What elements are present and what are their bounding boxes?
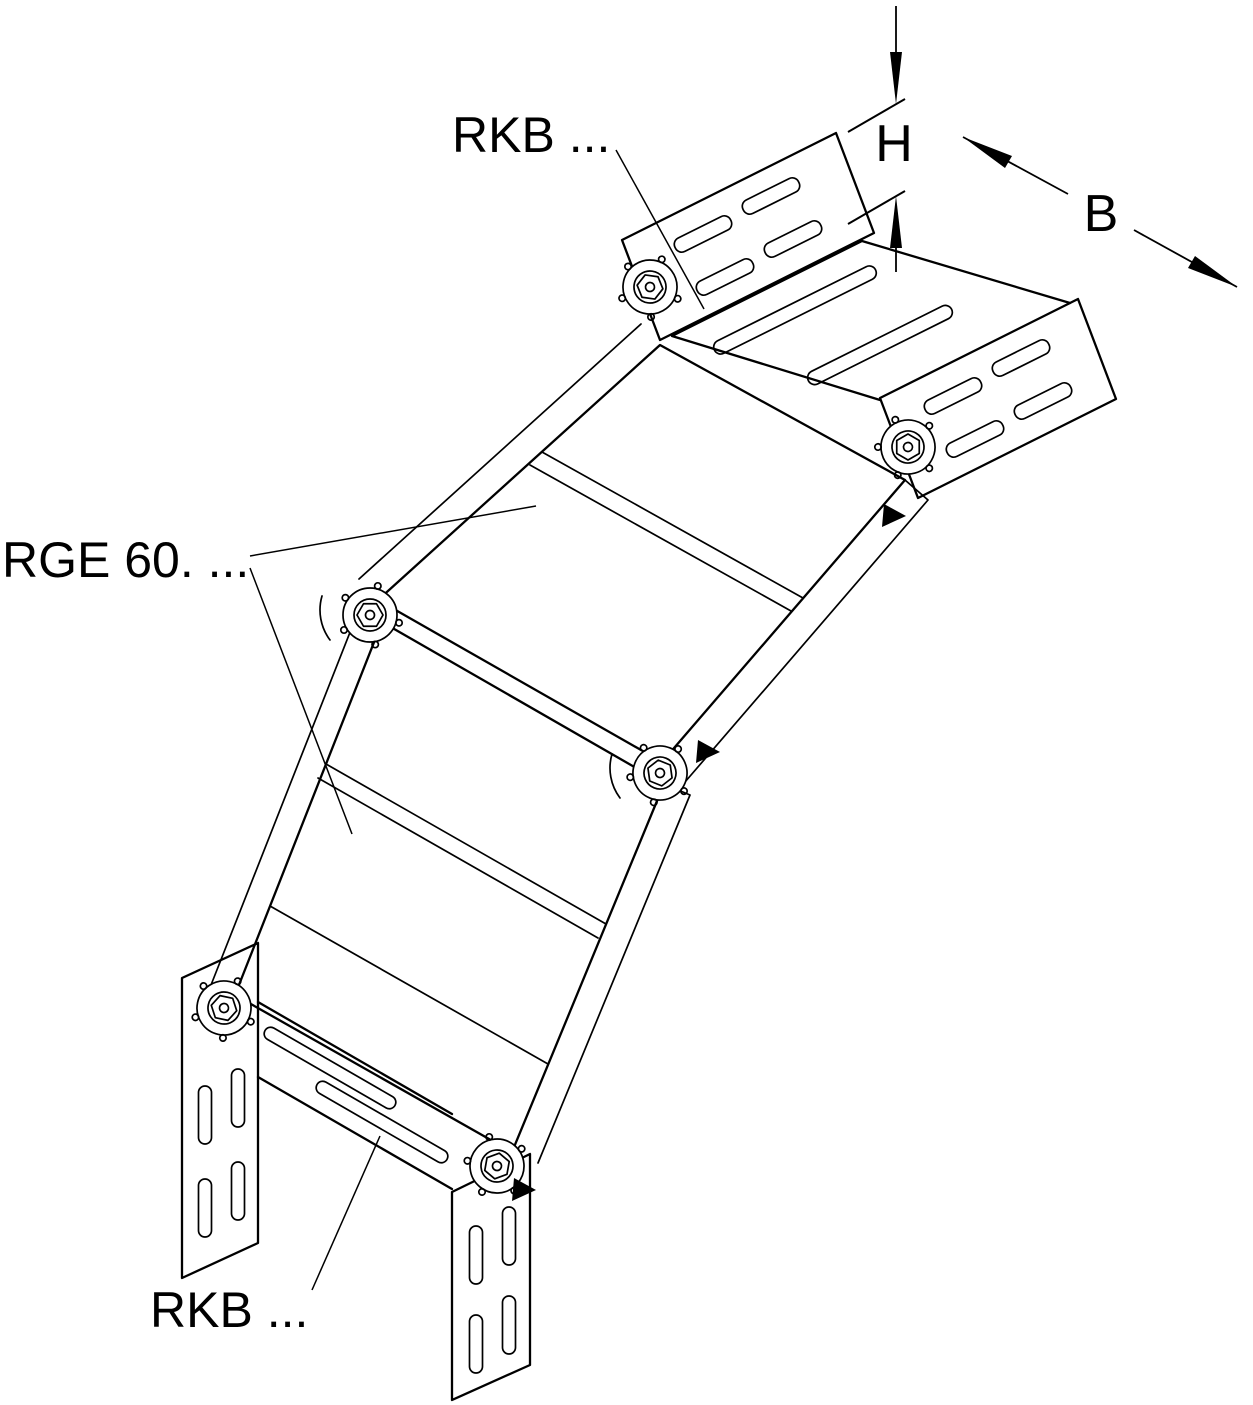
- leader-line: [615, 149, 705, 310]
- end-rung-edge: [256, 1000, 454, 1116]
- hinge-bolt: [187, 969, 264, 1048]
- leader-line: [249, 567, 353, 835]
- perforation-slot: [197, 1085, 213, 1145]
- leader-line: [249, 505, 537, 557]
- dim-label-b: B: [1084, 185, 1119, 243]
- perforation-slot: [1013, 381, 1073, 421]
- extension-tick: [847, 98, 906, 133]
- perforation-slot: [230, 1068, 246, 1128]
- perforation-slot: [263, 1026, 397, 1110]
- dim-arrow-upleft-icon: [963, 137, 1012, 168]
- leader-line: [311, 1135, 381, 1291]
- perforation-slot: [468, 1314, 484, 1374]
- dimension-h: H: [847, 6, 913, 272]
- perforation-slot: [501, 1206, 517, 1266]
- hinge-bolt: [615, 250, 688, 325]
- step-edge: [317, 777, 599, 939]
- step-edge: [529, 464, 792, 612]
- side-rail-edge: [537, 783, 691, 1164]
- dim-arrow-downright-icon: [1188, 256, 1237, 287]
- perforation-slot: [991, 338, 1051, 378]
- riser-upper-segment: [376, 343, 907, 764]
- step-edge: [269, 905, 549, 1065]
- riser-lower-segment: [233, 620, 666, 1154]
- side-rail-edge: [684, 479, 929, 783]
- perforation-slot: [741, 176, 801, 216]
- side-rail-edge: [210, 611, 359, 986]
- adjustment-arc-slot: [319, 595, 331, 641]
- perforation-slot: [230, 1161, 246, 1221]
- perforation-slot: [197, 1178, 213, 1238]
- bottom-cable-tray: [180, 941, 532, 1402]
- dim-arrow-up-icon: [890, 196, 902, 248]
- label-rkb-top: RKB ...: [452, 107, 610, 163]
- side-rail-edge: [358, 323, 642, 580]
- dim-arrow-down-icon: [890, 52, 902, 104]
- perforation-slot: [945, 419, 1005, 459]
- extension-tick: [847, 190, 906, 225]
- tab-mark: [696, 740, 720, 763]
- top-cable-tray: [620, 131, 1118, 500]
- hinge-bolt: [865, 403, 953, 493]
- step-edge: [541, 451, 804, 599]
- tray-bed: [670, 239, 1072, 402]
- dim-label-h: H: [875, 115, 913, 173]
- leader-lines: [249, 149, 705, 1291]
- hinge-bolt: [339, 581, 404, 649]
- perforation-slot: [501, 1295, 517, 1355]
- label-rge: RGE 60. ...: [2, 532, 249, 588]
- tab-mark: [882, 504, 906, 527]
- side-rail-plate: [180, 941, 260, 1280]
- perforation-slot: [712, 265, 878, 355]
- perforation-slot: [468, 1225, 484, 1285]
- perforation-slot: [695, 257, 755, 297]
- perforation-slot: [806, 304, 954, 386]
- perforation-slot: [315, 1080, 449, 1164]
- dimension-b: B: [962, 136, 1238, 288]
- perforation-slot: [763, 219, 823, 259]
- step-edge: [325, 763, 607, 925]
- label-rkb-bottom: RKB ...: [150, 1282, 308, 1338]
- end-rung-edge: [256, 1075, 454, 1191]
- perforation-slot: [673, 214, 733, 254]
- tab-mark: [512, 1178, 536, 1201]
- adjustment-arc-slot: [609, 753, 621, 799]
- perforation-slot: [923, 376, 983, 416]
